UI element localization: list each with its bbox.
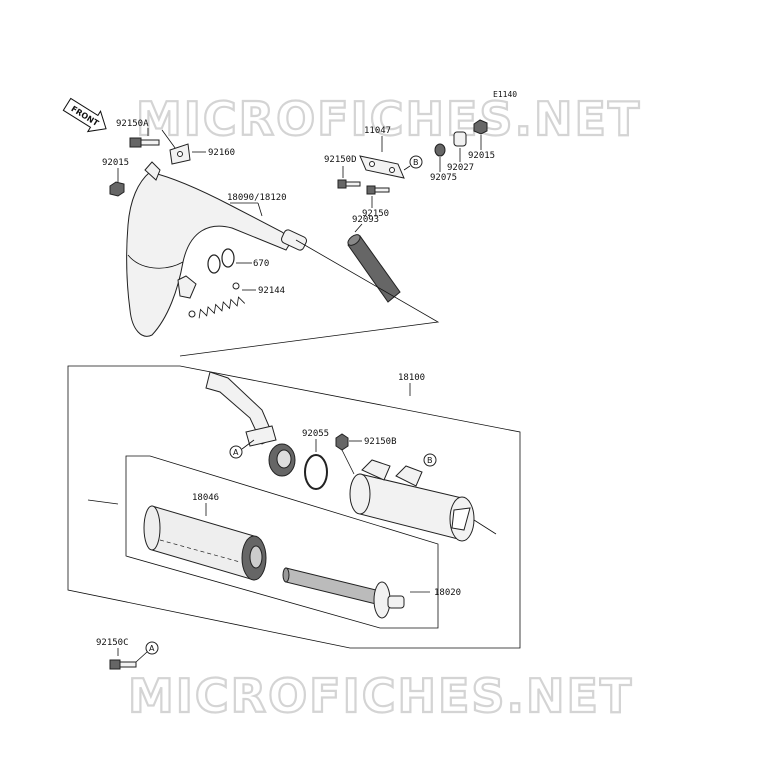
nut-92015-right bbox=[473, 119, 488, 135]
label-92075: 92075 bbox=[430, 173, 457, 183]
callout-b-lower bbox=[423, 453, 437, 467]
bolt-92150a bbox=[129, 137, 160, 148]
label-92015-left: 92015 bbox=[102, 158, 129, 168]
front-arrow-icon: FRONT bbox=[62, 97, 107, 133]
bracket-92160 bbox=[169, 143, 191, 165]
gasket-92055 bbox=[304, 454, 328, 490]
callout-a-inlet bbox=[229, 445, 243, 459]
spring-92144 bbox=[188, 282, 246, 319]
callout-a-lower-text: A bbox=[149, 644, 155, 653]
bolt-92150c bbox=[109, 659, 137, 670]
o-rings-670 bbox=[207, 248, 235, 274]
label-670: 670 bbox=[253, 259, 269, 269]
muffler-frame bbox=[67, 365, 521, 649]
nut-92015-left bbox=[109, 181, 125, 197]
callout-b-upper bbox=[409, 155, 423, 169]
label-92150d: 92150D bbox=[324, 155, 357, 165]
bolt-92150b bbox=[335, 433, 349, 451]
bolt-92150d bbox=[337, 179, 361, 189]
label-18046: 18046 bbox=[192, 493, 219, 503]
inner-frame bbox=[125, 455, 439, 629]
label-92093: 92093 bbox=[352, 215, 379, 225]
core-pipe-18020 bbox=[282, 567, 405, 619]
label-92160: 92160 bbox=[208, 148, 235, 158]
diagram-code: E1140 bbox=[493, 90, 517, 99]
washer-92075 bbox=[434, 143, 446, 157]
label-18090-18120: 18090/18120 bbox=[227, 193, 287, 203]
label-92144: 92144 bbox=[258, 286, 285, 296]
label-92150c: 92150C bbox=[96, 638, 129, 648]
inlet-pipe bbox=[205, 371, 296, 477]
label-92150: 92150 bbox=[362, 209, 389, 219]
packing-18046 bbox=[143, 505, 267, 581]
label-11047: 11047 bbox=[364, 126, 391, 136]
label-92150a: 92150A bbox=[116, 119, 149, 129]
label-92055: 92055 bbox=[302, 429, 329, 439]
label-92027: 92027 bbox=[447, 163, 474, 173]
collar-92027 bbox=[453, 131, 467, 147]
expansion-chamber-18090 bbox=[126, 161, 308, 337]
watermark-top: MICROFICHES.NET bbox=[136, 92, 641, 146]
bolt-92150 bbox=[366, 185, 390, 195]
callout-b-lower-text: B bbox=[427, 456, 433, 465]
callout-a-lower bbox=[145, 641, 159, 655]
pipe-92093 bbox=[347, 234, 401, 303]
label-92150b: 92150B bbox=[364, 437, 397, 447]
watermark-bottom: MICROFICHES.NET bbox=[128, 669, 633, 723]
muffler-body bbox=[349, 459, 475, 542]
label-92015-right: 92015 bbox=[468, 151, 495, 161]
label-18020: 18020 bbox=[434, 588, 461, 598]
callout-a-inlet-text: A bbox=[233, 448, 239, 457]
label-18100: 18100 bbox=[398, 373, 425, 383]
bracket-11047 bbox=[359, 155, 405, 179]
callout-b-upper-text: B bbox=[413, 158, 419, 167]
